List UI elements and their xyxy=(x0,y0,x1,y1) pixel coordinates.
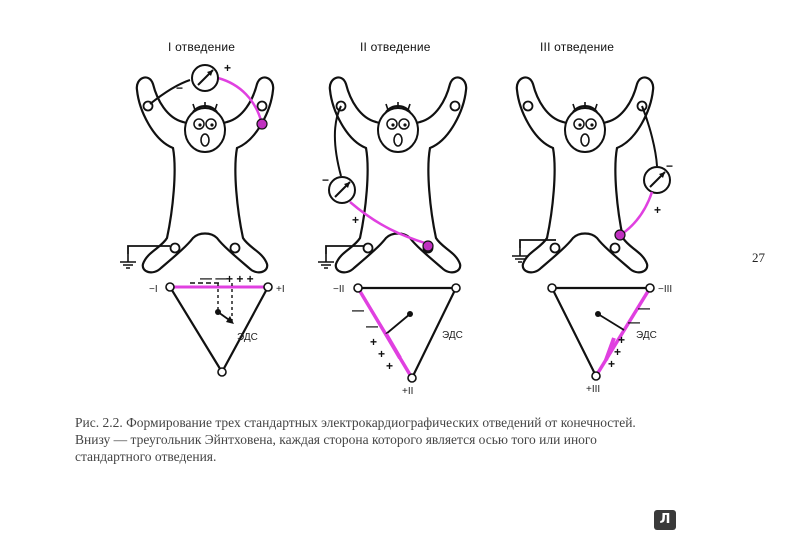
lead-2-neg-label: −II xyxy=(333,284,344,295)
caption-line-1: Рис. 2.2. Формирование трех стандартных … xyxy=(75,415,636,430)
lead-1-neg-label: −I xyxy=(149,284,158,295)
svg-text:+: + xyxy=(386,359,393,373)
svg-text:−: − xyxy=(176,81,183,95)
svg-text:+: + xyxy=(224,61,231,75)
svg-text:+: + xyxy=(352,213,359,227)
lead-2-pos-label: +II xyxy=(402,386,413,397)
lead-2-title: II отведение xyxy=(360,40,431,54)
lead-1-person: − + xyxy=(119,61,275,274)
lead-3-pos-label: +III xyxy=(586,384,600,395)
lead-1-emf-label: ЭДС xyxy=(237,332,258,343)
svg-text:—: — xyxy=(366,319,378,333)
svg-text:+: + xyxy=(614,345,621,359)
lead-3-neg-label: −III xyxy=(658,284,672,295)
figure-caption: Рис. 2.2. Формирование трех стандартных … xyxy=(75,414,735,465)
lead-2-emf-label: ЭДС xyxy=(442,330,463,341)
svg-text:— —: — — xyxy=(200,271,227,285)
svg-text:+: + xyxy=(378,347,385,361)
svg-text:—: — xyxy=(352,303,364,317)
caption-line-3: стандартного отведения. xyxy=(75,449,217,464)
lead-1-triangle: + + + — — xyxy=(165,271,273,377)
svg-text:—: — xyxy=(628,315,640,329)
lead-1-title: I отведение xyxy=(168,40,236,54)
svg-text:−: − xyxy=(666,159,673,173)
lead-2-person: − + xyxy=(317,76,468,274)
svg-text:+: + xyxy=(608,357,615,371)
svg-text:+ + +: + + + xyxy=(226,272,254,286)
lead-3-emf-label: ЭДС xyxy=(636,330,657,341)
svg-text:+: + xyxy=(654,203,661,217)
lead-3-title: III отведение xyxy=(540,40,615,54)
page-number: 27 xyxy=(752,250,765,265)
svg-text:—: — xyxy=(638,301,650,315)
lead-1-pos-label: +I xyxy=(276,284,285,295)
lead-3-triangle: — — + + + xyxy=(547,283,655,381)
lead-3-person: − + xyxy=(511,76,673,274)
svg-text:+: + xyxy=(618,333,625,347)
svg-text:+: + xyxy=(370,335,377,349)
svg-text:−: − xyxy=(322,173,329,187)
caption-line-2: Внизу — треугольник Эйнтховена, каждая с… xyxy=(75,432,597,447)
watermark-logo: Л xyxy=(654,510,676,530)
lead-2-triangle: — — + + + xyxy=(352,283,461,383)
